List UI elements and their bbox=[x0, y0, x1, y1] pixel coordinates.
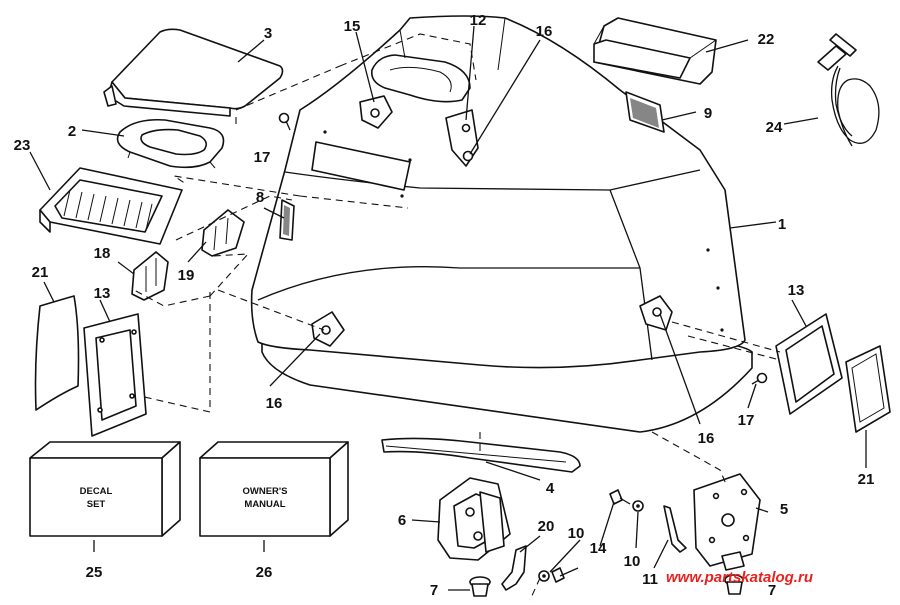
motor-cover-part bbox=[250, 15, 753, 433]
callout-20: 20 bbox=[538, 518, 555, 535]
callout-3: 3 bbox=[264, 25, 272, 42]
callout-10-lower: 10 bbox=[568, 525, 585, 542]
seal-strip-part bbox=[381, 437, 581, 473]
callout-21-right: 21 bbox=[858, 471, 875, 488]
callout-4: 4 bbox=[546, 480, 555, 497]
vent-frame-13-left bbox=[83, 313, 147, 437]
callout-11: 11 bbox=[642, 571, 658, 588]
watermark-text: www.partskatalog.ru bbox=[666, 569, 813, 586]
grommet-7-right bbox=[724, 574, 744, 595]
cover-bracket-16-top bbox=[445, 109, 479, 167]
top-cover-plate-part bbox=[103, 28, 284, 117]
cable-part bbox=[817, 33, 880, 147]
manual-box-line2: MANUAL bbox=[244, 499, 285, 510]
manual-box-line1: OWNER'S bbox=[242, 486, 287, 497]
cover-bracket-16-left bbox=[311, 311, 345, 347]
callout-21-left: 21 bbox=[32, 264, 49, 281]
decal-sheet-21-left bbox=[34, 295, 80, 411]
decal-box-line1: DECAL bbox=[80, 486, 113, 497]
callout-26: 26 bbox=[256, 564, 273, 581]
callout-13-right: 13 bbox=[788, 282, 805, 299]
callout-17-top: 17 bbox=[254, 149, 271, 166]
decal-sheet-21-right bbox=[845, 345, 891, 433]
callout-numbers: 3 15 12 16 22 9 24 2 23 17 8 1 18 19 21 … bbox=[14, 12, 875, 599]
latch-bracket-18 bbox=[131, 251, 169, 301]
callout-5: 5 bbox=[780, 501, 788, 518]
owners-manual-box: OWNER'S MANUAL bbox=[199, 441, 349, 537]
callout-23: 23 bbox=[14, 137, 31, 154]
washer-10-upper bbox=[632, 500, 644, 512]
callout-18: 18 bbox=[94, 245, 111, 262]
callout-1: 1 bbox=[778, 216, 786, 233]
latch-mechanism-part bbox=[437, 477, 511, 561]
callout-25: 25 bbox=[86, 564, 103, 581]
callout-16-right: 16 bbox=[698, 430, 715, 447]
grommet-7-left bbox=[469, 576, 491, 597]
assembly-dashed-lines bbox=[133, 33, 781, 601]
callout-13-left: 13 bbox=[94, 285, 111, 302]
leader-lines bbox=[29, 25, 867, 591]
vent-frame-13-right bbox=[775, 313, 843, 415]
callout-16-top: 16 bbox=[536, 23, 553, 40]
callout-9: 9 bbox=[704, 105, 712, 122]
cover-bracket-15 bbox=[359, 95, 393, 129]
callout-2: 2 bbox=[68, 123, 76, 140]
decal-set-box: DECAL SET bbox=[29, 441, 181, 537]
callout-22: 22 bbox=[758, 31, 775, 48]
latch-bracket-19 bbox=[201, 209, 245, 257]
gasket-ring-part bbox=[116, 118, 225, 169]
cover-bracket-16-right bbox=[639, 295, 673, 331]
screw-17-top bbox=[278, 112, 291, 131]
callout-15: 15 bbox=[344, 18, 361, 35]
callout-6: 6 bbox=[398, 512, 406, 529]
link-part bbox=[663, 505, 687, 553]
callout-14: 14 bbox=[590, 540, 607, 557]
callout-7-left: 7 bbox=[430, 582, 438, 599]
decal-box-line2: SET bbox=[87, 499, 106, 510]
lever-part bbox=[501, 545, 527, 591]
callout-24: 24 bbox=[766, 119, 783, 136]
callout-19: 19 bbox=[178, 267, 195, 284]
washer-10-lower bbox=[538, 570, 550, 582]
vent-grille-part bbox=[39, 167, 183, 245]
exhaust-trim-part bbox=[593, 17, 717, 85]
callout-10-upper: 10 bbox=[624, 553, 641, 570]
bolt-14-upper bbox=[609, 489, 631, 505]
callout-17-right: 17 bbox=[738, 412, 755, 429]
screw-17-right bbox=[751, 372, 768, 385]
latch-plate-part bbox=[693, 473, 761, 571]
callout-12: 12 bbox=[470, 12, 487, 29]
callout-8: 8 bbox=[256, 189, 264, 206]
callout-16-left: 16 bbox=[266, 395, 283, 412]
callout-7-right: 7 bbox=[768, 582, 776, 599]
bolt-14-lower bbox=[551, 567, 579, 583]
